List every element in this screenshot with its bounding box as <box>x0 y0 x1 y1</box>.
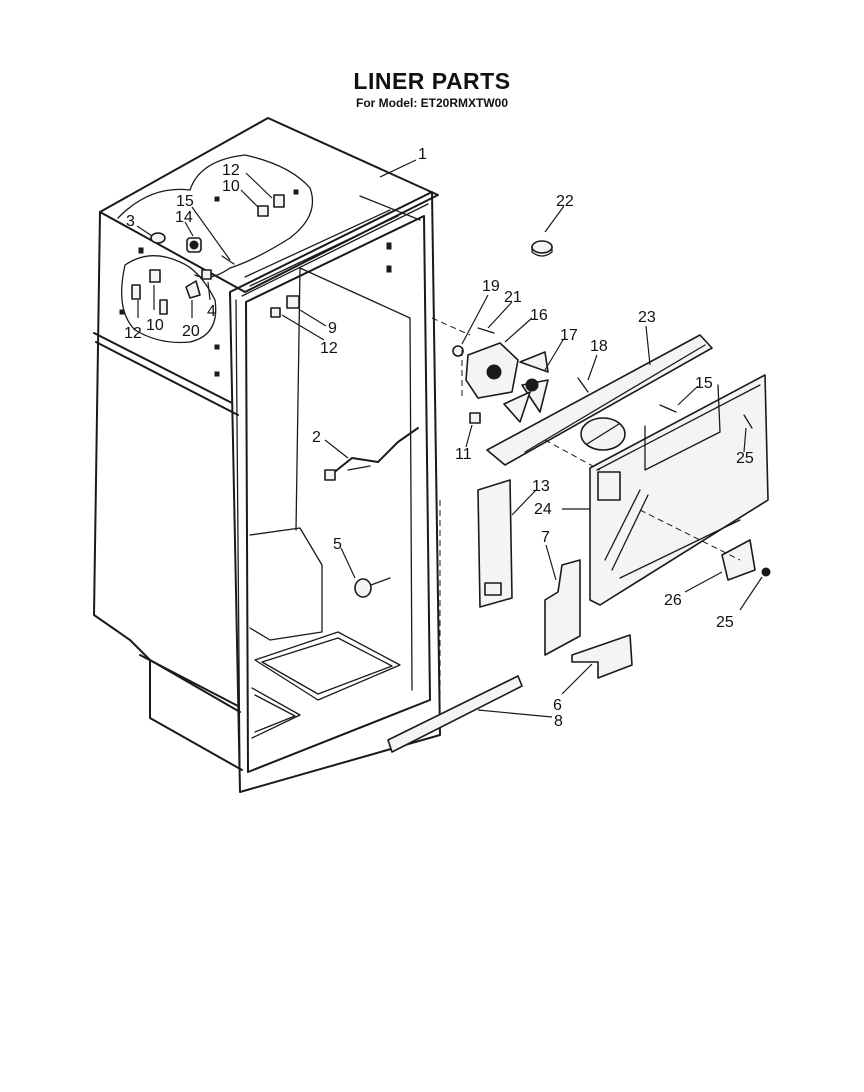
callout-21: 21 <box>504 289 522 306</box>
callout-17: 17 <box>560 327 578 344</box>
callout-12-inside: 12 <box>320 340 338 357</box>
diagram-subtitle: For Model: ET20RMXTW00 <box>355 96 508 110</box>
callout-9: 9 <box>328 320 337 337</box>
callout-10-left: 10 <box>146 317 164 334</box>
callout-26: 26 <box>664 592 682 609</box>
callout-25-top: 25 <box>736 450 754 467</box>
callout-12-left: 12 <box>124 325 142 342</box>
callout-16: 16 <box>530 307 548 324</box>
cabinet-liner <box>93 117 471 793</box>
callout-7: 7 <box>541 529 550 546</box>
callout-18: 18 <box>590 338 608 355</box>
callout-20: 20 <box>182 323 200 340</box>
callout-22: 22 <box>556 193 574 210</box>
callout-leaders <box>136 159 763 718</box>
callout-4: 4 <box>207 303 216 320</box>
callout-1: 1 <box>418 146 427 163</box>
callout-15-top: 15 <box>176 193 194 210</box>
callout-labels: 1 2 3 4 5 6 7 8 9 10 10 11 12 12 12 13 1… <box>124 146 754 730</box>
thermostat-and-hardware <box>131 194 419 598</box>
callout-10-top: 10 <box>222 178 240 195</box>
callout-8: 8 <box>554 713 563 730</box>
callout-12-top: 12 <box>222 162 240 179</box>
callout-13: 13 <box>532 478 550 495</box>
callout-6: 6 <box>553 697 562 714</box>
callout-3: 3 <box>126 213 135 230</box>
callout-23: 23 <box>638 309 656 326</box>
callout-2: 2 <box>312 429 321 446</box>
callout-19: 19 <box>482 278 500 295</box>
callout-5: 5 <box>333 536 342 553</box>
callout-14: 14 <box>175 209 193 226</box>
callout-25-bottom: 25 <box>716 614 734 631</box>
callout-15-right: 15 <box>695 375 713 392</box>
diagram-title: LINER PARTS <box>353 68 511 94</box>
fan-assembly-parts <box>387 240 771 753</box>
callout-24: 24 <box>534 501 552 518</box>
callout-11: 11 <box>455 446 472 463</box>
